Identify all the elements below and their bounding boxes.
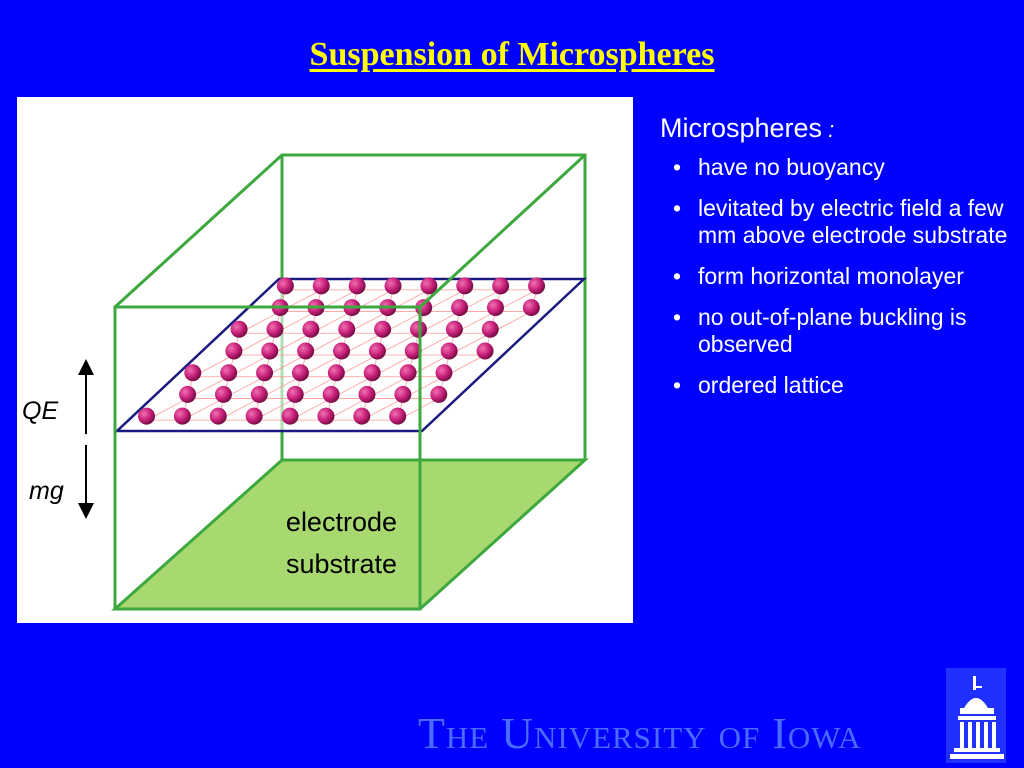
microsphere [225, 342, 243, 360]
microsphere [456, 277, 474, 295]
bullet-icon: • [673, 154, 682, 180]
microsphere [327, 364, 345, 382]
microsphere [333, 342, 351, 360]
microsphere [250, 385, 268, 403]
microsphere [420, 277, 438, 295]
microsphere [384, 277, 402, 295]
list-item: • ordered lattice [660, 372, 1010, 399]
substrate-label-line1: electrode [286, 507, 397, 537]
microsphere [297, 342, 315, 360]
bullet-text: ordered lattice [698, 372, 844, 398]
microsphere [492, 277, 510, 295]
microsphere [358, 385, 376, 403]
microsphere [389, 407, 407, 425]
list-item: • levitated by electric field a few mm ab… [660, 195, 1010, 249]
microsphere [173, 407, 191, 425]
microsphere [220, 364, 238, 382]
microsphere [528, 277, 546, 295]
monolayer-plane [113, 277, 588, 433]
microsphere [209, 407, 227, 425]
list-item: • no out-of-plane buckling is observed [660, 304, 1010, 358]
bullet-icon: • [673, 372, 682, 398]
microsphere [281, 407, 299, 425]
microsphere [179, 385, 197, 403]
microsphere [399, 364, 417, 382]
old-capitol-logo-icon [946, 668, 1006, 763]
microsphere [476, 342, 494, 360]
description-panel: Microspheres: • have no buoyancy • levitat… [660, 113, 1010, 413]
microsphere [322, 385, 340, 403]
microsphere [368, 342, 386, 360]
microsphere [230, 320, 248, 338]
microsphere [138, 407, 156, 425]
bullet-text: have no buoyancy [698, 154, 885, 180]
microsphere [245, 407, 263, 425]
microsphere [440, 342, 458, 360]
slide-title: Suspension of Microspheres [309, 36, 715, 73]
bullet-text: form horizontal monolayer [698, 263, 964, 289]
bullet-icon: • [673, 263, 682, 289]
microspheres-heading: Microspheres: [660, 113, 1010, 144]
bullet-text: no out-of-plane buckling is observed [698, 304, 967, 357]
bullet-icon: • [673, 304, 682, 330]
microsphere [317, 407, 335, 425]
bullet-icon: • [673, 195, 682, 221]
microsphere [312, 277, 330, 295]
microsphere [435, 364, 453, 382]
microsphere [276, 277, 294, 295]
qe-label: QE [22, 397, 58, 425]
microsphere [486, 299, 504, 317]
substrate-label-line2: substrate [286, 549, 397, 579]
microsphere [451, 299, 469, 317]
microsphere [445, 320, 463, 338]
property-list: • have no buoyancy • levitated by electric… [660, 154, 1010, 399]
microsphere [481, 320, 499, 338]
bullet-text: levitated by electric field a few mm abo… [698, 195, 1008, 248]
microsphere [348, 277, 366, 295]
microsphere [302, 320, 320, 338]
heading-text: Microspheres [660, 113, 823, 143]
list-item: • form horizontal monolayer [660, 263, 1010, 290]
microsphere [291, 364, 309, 382]
microsphere [394, 385, 412, 403]
microsphere [261, 342, 279, 360]
microsphere [214, 385, 232, 403]
microsphere [363, 364, 381, 382]
heading-colon: : [828, 117, 835, 142]
microsphere [522, 299, 540, 317]
microsphere [338, 320, 356, 338]
university-wordmark: The University of Iowa [418, 709, 862, 758]
diagram-panel: QE mg electrode substrate [17, 97, 633, 623]
microsphere [409, 320, 427, 338]
mg-label: mg [29, 477, 64, 505]
microsphere [404, 342, 422, 360]
microsphere [184, 364, 202, 382]
microsphere [430, 385, 448, 403]
microsphere [256, 364, 274, 382]
microsphere [286, 385, 304, 403]
microsphere [266, 320, 284, 338]
levitation-diagram: QE mg electrode substrate [22, 153, 589, 611]
container-box-front [113, 153, 587, 611]
list-item: • have no buoyancy [660, 154, 1010, 181]
microsphere [374, 320, 392, 338]
microsphere [353, 407, 371, 425]
